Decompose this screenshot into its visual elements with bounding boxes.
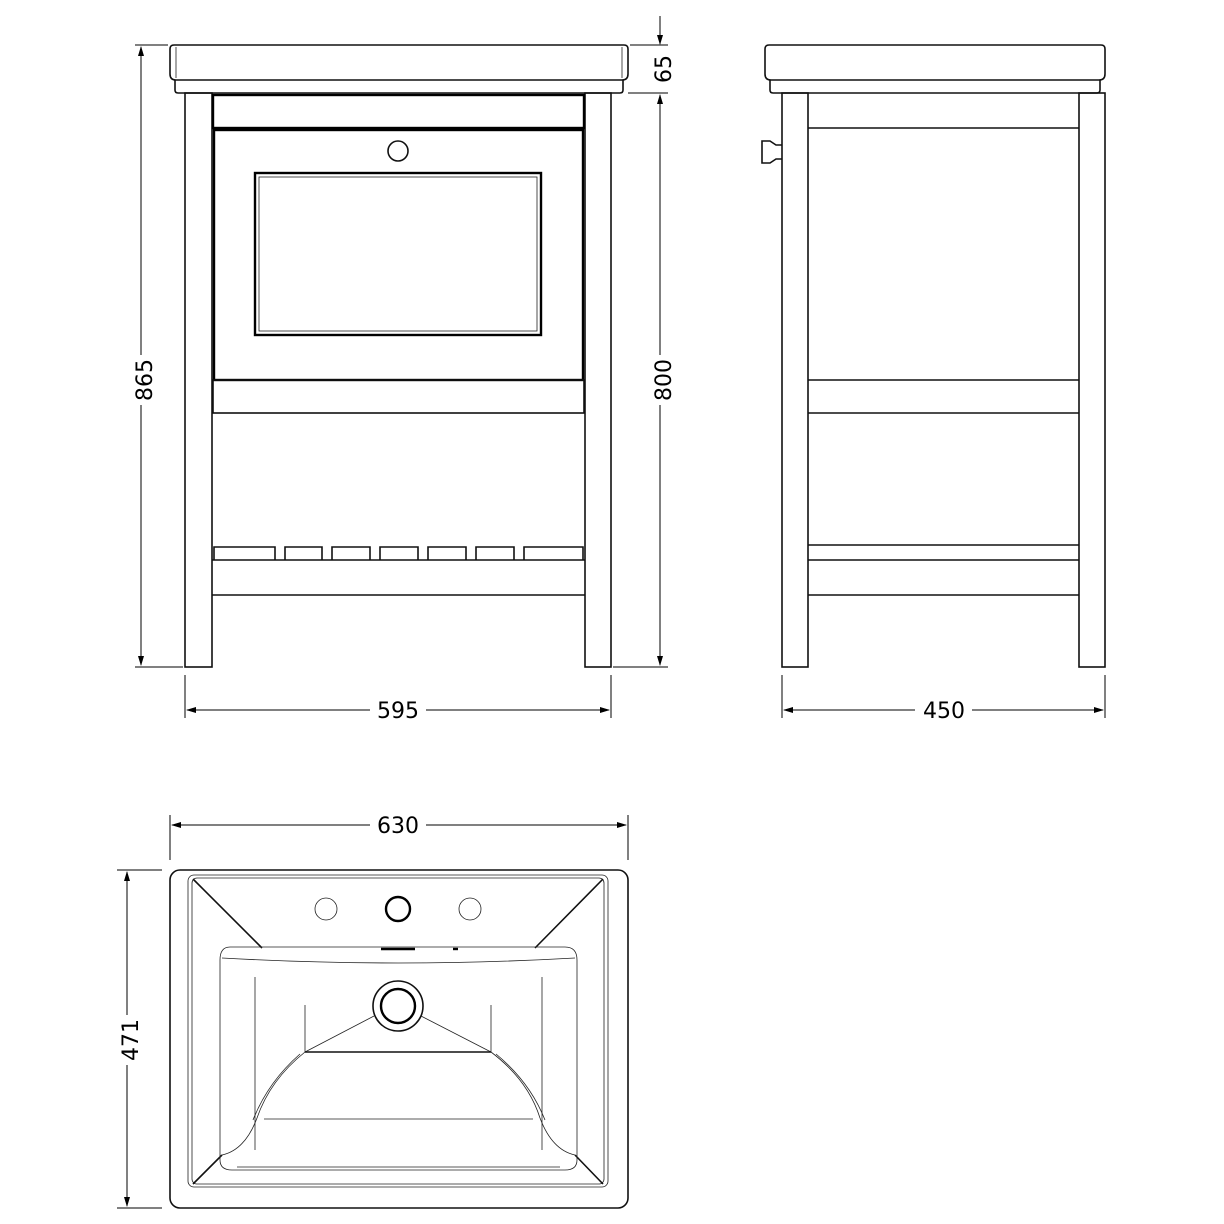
side-knob [761, 140, 782, 164]
left-leg [184, 92, 213, 668]
front-basin-top [169, 44, 629, 81]
front-view [169, 44, 629, 668]
dim-label-471: 471 [119, 1019, 144, 1061]
tap-hole-right [458, 897, 482, 921]
dimension-630: 630 [169, 814, 629, 860]
basin-outline [169, 869, 629, 1209]
right-leg [584, 92, 612, 668]
drawer-front [212, 128, 585, 382]
dim-label-800: 800 [652, 359, 677, 401]
side-basin-top [764, 44, 1106, 81]
dim-label-630: 630 [377, 814, 419, 839]
dimension-471: 471 [117, 869, 162, 1209]
dim-label-865: 865 [133, 359, 158, 401]
dimension-865: 865 [133, 44, 183, 668]
dimension-65: 65 [630, 16, 677, 83]
drain-inner [379, 987, 417, 1025]
tap-hole-center [384, 895, 412, 923]
tap-hole-left [314, 897, 338, 921]
drawer-knob [387, 140, 409, 162]
dim-label-450: 450 [923, 699, 965, 724]
dim-label-595: 595 [377, 699, 419, 724]
dimension-450: 450 [781, 675, 1106, 724]
plan-view [169, 869, 629, 1209]
drawer-panel [253, 171, 543, 337]
dimension-595: 595 [184, 675, 612, 724]
dimension-800: 800 [613, 92, 677, 668]
drain-outer [372, 980, 424, 1032]
side-view [761, 44, 1106, 668]
bowl-outline [219, 946, 578, 1171]
side-back-leg [1078, 92, 1106, 668]
dim-label-65: 65 [652, 55, 677, 83]
shelf-slats [213, 546, 584, 560]
side-front-leg [781, 92, 809, 668]
top-rail [211, 93, 586, 130]
front-basin-lip [174, 80, 624, 94]
drawer-bottom-rail [212, 379, 585, 414]
